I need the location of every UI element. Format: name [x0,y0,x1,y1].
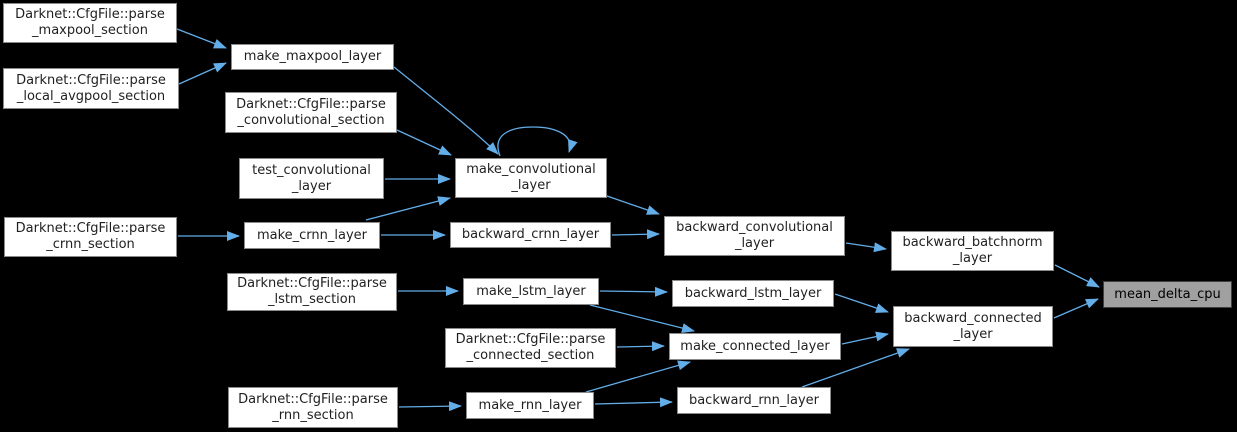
edge-parse-maxpool-to-make-maxpool [176,28,227,49]
edge-make-rnn-to-make-connected [585,360,691,393]
node-parse-connected-section[interactable]: Darknet::CfgFile::parse _connected_secti… [445,328,616,368]
node-backward-lstm-layer[interactable]: backward_lstm_layer [672,280,834,307]
node-make-rnn-layer[interactable]: make_rnn_layer [466,392,594,419]
node-parse-local-avgpool-section[interactable]: Darknet::CfgFile::parse _local_avgpool_s… [3,68,179,109]
node-make-lstm-layer[interactable]: make_lstm_layer [463,278,599,305]
node-parse-rnn-section[interactable]: Darknet::CfgFile::parse _rnn_section [228,387,398,428]
edge-make-lstm-to-backward-lstm [599,286,668,297]
edge-backward-rnn-to-backward-connected [801,348,910,388]
edge-backward-connected-to-mean-delta-cpu [1053,298,1099,319]
edge-parse-convolutional-to-make-convolutional [396,129,452,156]
node-backward-crnn-layer[interactable]: backward_crnn_layer [450,222,611,248]
edge-make-connected-to-backward-connected [841,331,889,345]
edge-make-maxpool-to-make-convolutional [393,66,499,155]
node-backward-batchnorm-layer[interactable]: backward_batchnorm _layer [891,231,1054,271]
node-parse-convolutional-section[interactable]: Darknet::CfgFile::parse _convolutional_s… [225,92,397,133]
edge-parse-local-avgpool-to-make-maxpool [178,62,227,85]
edge-make-crnn-to-make-convolutional [365,196,451,221]
edge-backward-batchnorm-to-mean-delta-cpu [1054,264,1100,288]
edge-make-lstm-to-make-connected [589,304,695,333]
node-make-connected-layer[interactable]: make_connected_layer [669,333,841,360]
node-backward-connected-layer[interactable]: backward_connected _layer [893,306,1053,347]
edge-make-convolutional-self-loop [497,126,578,157]
node-make-convolutional-layer[interactable]: make_convolutional _layer [455,158,607,198]
node-test-convolutional-layer[interactable]: test_convolutional _layer [239,158,384,199]
node-mean-delta-cpu[interactable]: mean_delta_cpu [1103,281,1232,308]
node-parse-maxpool-section[interactable]: Darknet::CfgFile::parse _maxpool_section [3,3,177,43]
edge-make-convolutional-to-backward-convolutional [606,195,660,215]
edge-backward-convolutional-to-backward-batchnorm [845,242,887,253]
edge-backward-crnn-to-backward-convolutional [611,229,660,240]
node-make-maxpool-layer[interactable]: make_maxpool_layer [231,44,394,70]
edge-backward-lstm-to-backward-connected [834,293,889,313]
node-parse-crnn-section[interactable]: Darknet::CfgFile::parse _crnn_section [4,217,177,257]
edge-parse-connected-to-make-connected [616,341,665,352]
node-parse-lstm-section[interactable]: Darknet::CfgFile::parse _lstm_section [227,273,397,311]
node-backward-convolutional-layer[interactable]: backward_convolutional _layer [664,216,845,256]
node-make-crnn-layer[interactable]: make_crnn_layer [244,222,380,249]
edge-parse-rnn-to-make-rnn [398,401,462,412]
edge-make-rnn-to-backward-rnn [594,397,673,408]
node-backward-rnn-layer[interactable]: backward_rnn_layer [677,387,831,414]
